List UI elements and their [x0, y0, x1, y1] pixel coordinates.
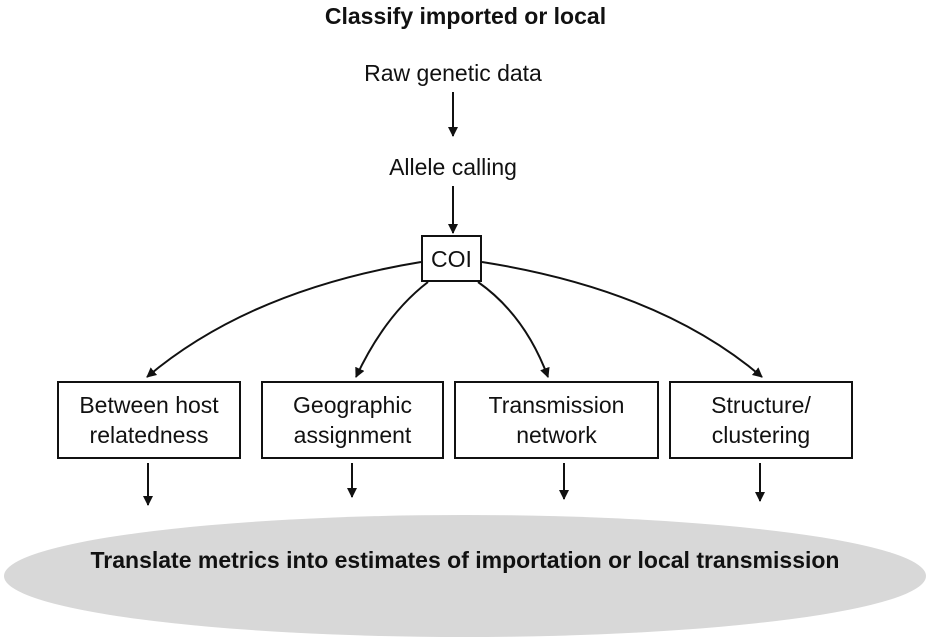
- method-label-line1: Transmission: [488, 392, 625, 418]
- method-box-transmission-network: Transmission network: [454, 381, 659, 459]
- arrow-coi-to-method-1: [355, 281, 429, 378]
- arrow-coi-to-method-2: [477, 281, 550, 378]
- method-box-structure-clustering: Structure/ clustering: [669, 381, 853, 459]
- method-label-line1: Geographic: [293, 392, 412, 418]
- method-label-line1: Structure/: [711, 392, 811, 418]
- method-label-line2: assignment: [293, 422, 412, 448]
- step-raw-genetic-data: Raw genetic data: [364, 60, 542, 86]
- method-label-line2: clustering: [711, 422, 811, 448]
- coi-box: COI: [421, 235, 482, 282]
- method-label-line2: network: [516, 422, 597, 448]
- outcome-text: Translate metrics into estimates of impo…: [90, 547, 840, 573]
- outcome-ellipse: [4, 515, 926, 637]
- step-allele-calling: Allele calling: [389, 154, 517, 180]
- method-label-line2: relatedness: [89, 422, 209, 448]
- diagram-title: Classify imported or local: [324, 3, 607, 29]
- method-box-between-host-relatedness: Between host relatedness: [57, 381, 241, 459]
- method-box-geographic-assignment: Geographic assignment: [261, 381, 444, 459]
- arrow-coi-to-method-3: [481, 261, 763, 378]
- method-label-line1: Between host: [79, 392, 219, 418]
- arrow-coi-to-method-0: [146, 261, 422, 378]
